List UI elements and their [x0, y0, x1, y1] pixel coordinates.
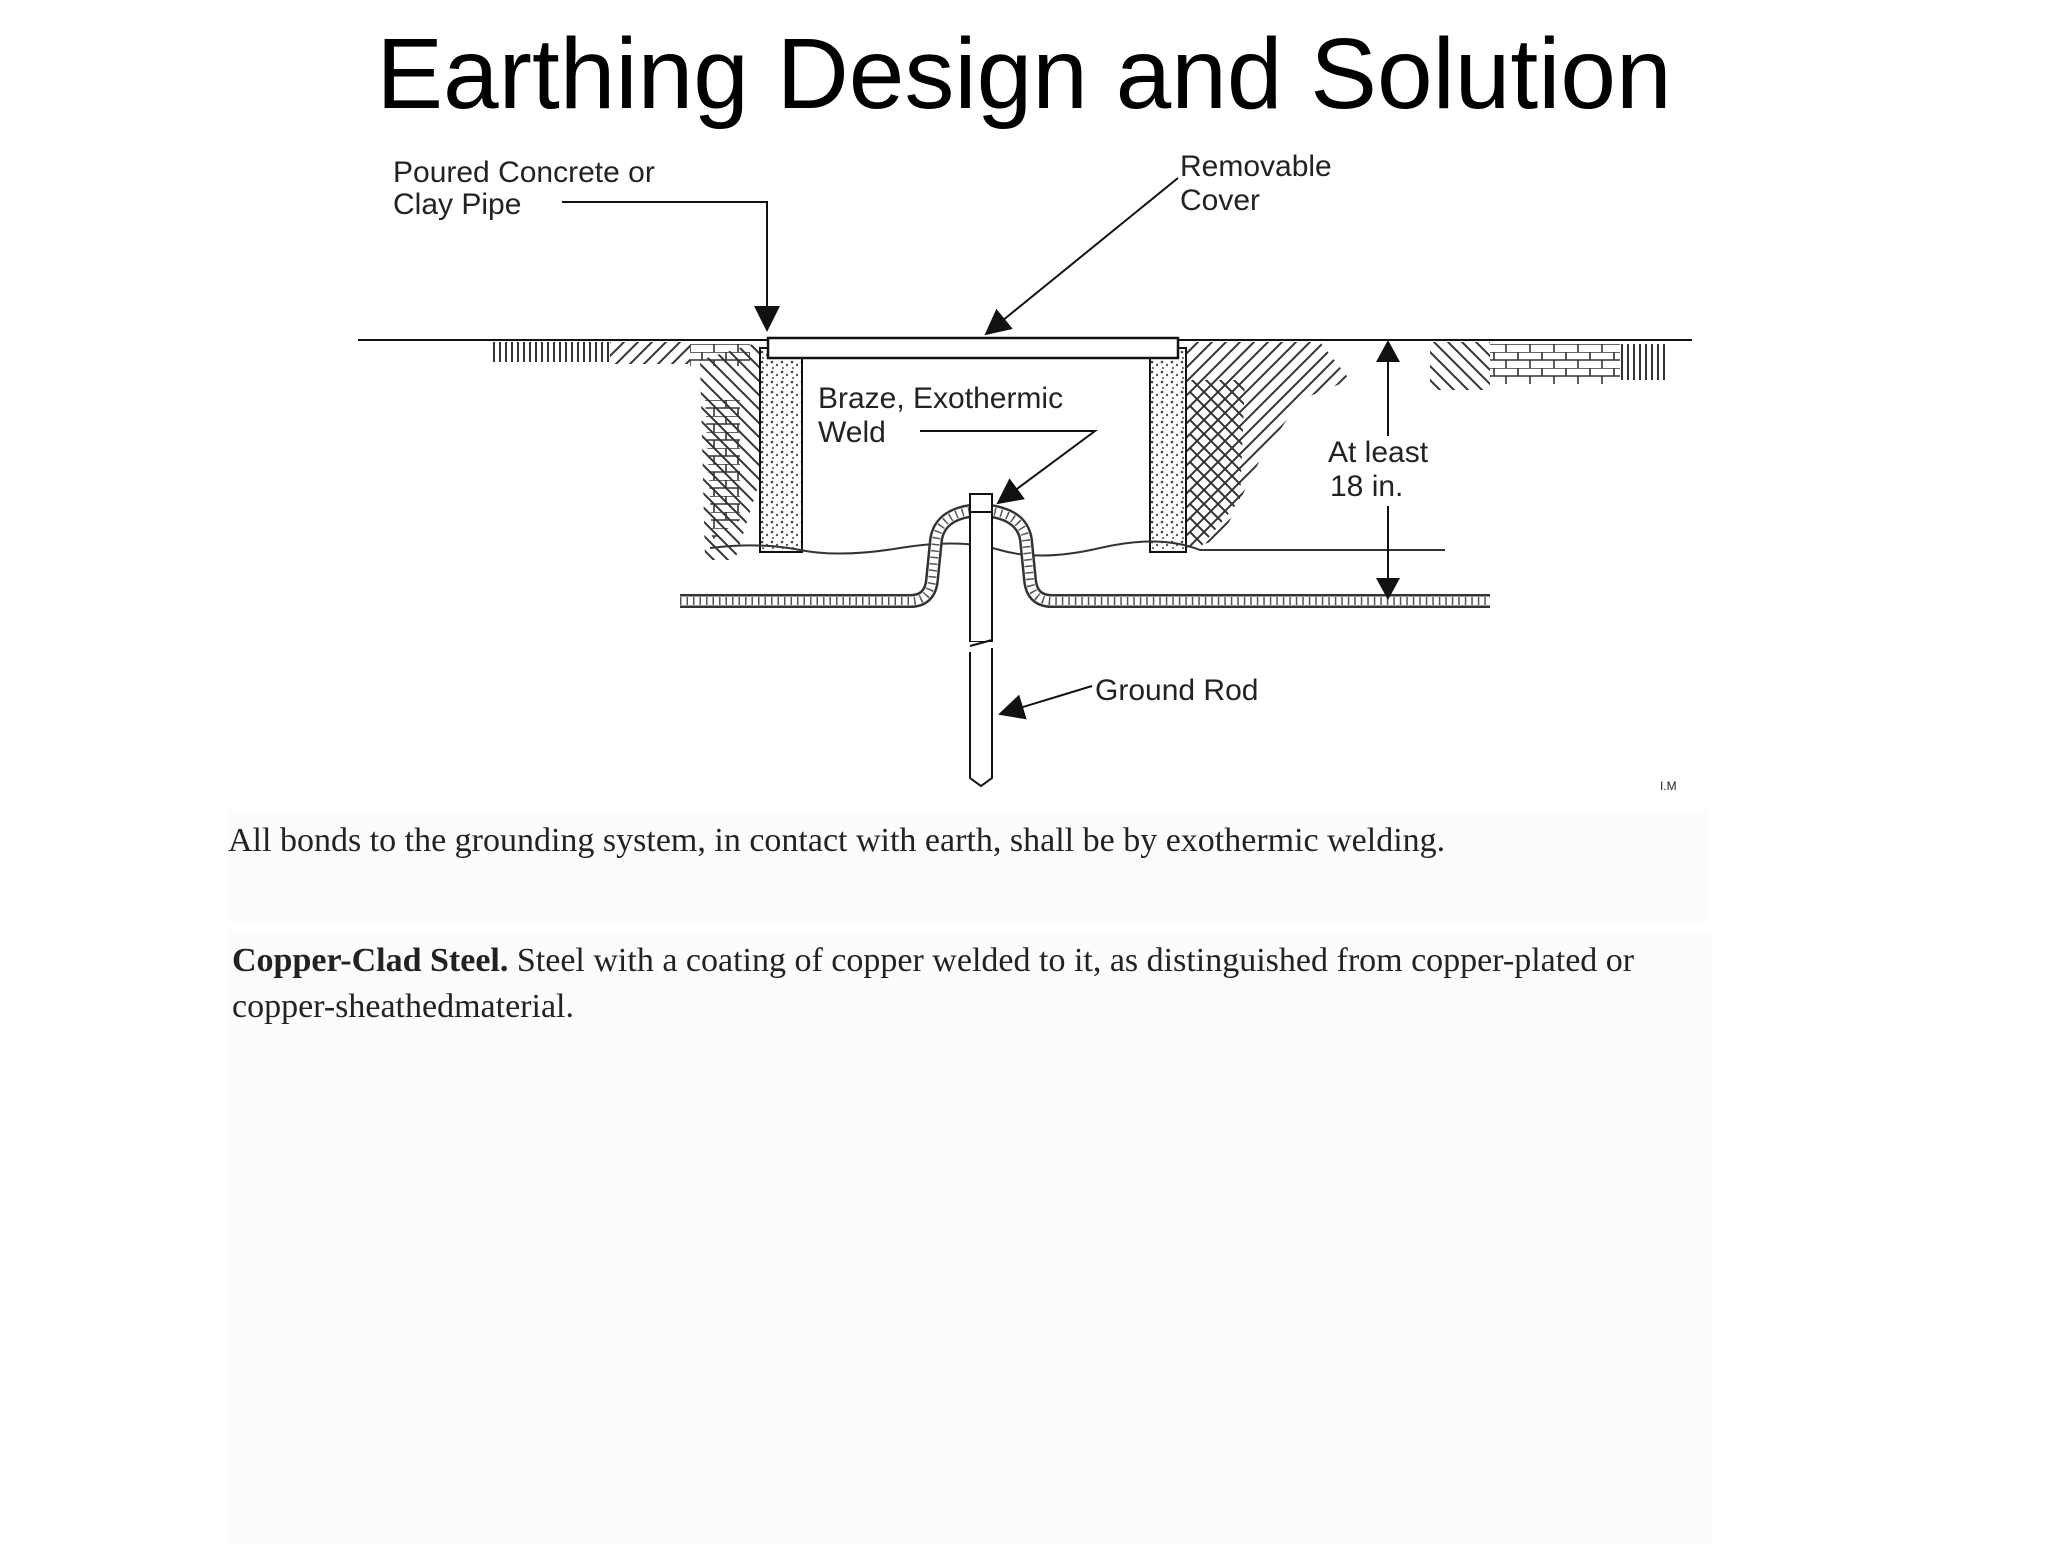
pipe-wall-left — [759, 347, 803, 553]
label-weld-line2: Weld — [818, 416, 886, 449]
weld-leader — [920, 430, 1099, 505]
label-pipe-line2: Clay Pipe — [393, 188, 521, 221]
label-corner-mark: I.M — [1660, 779, 1677, 793]
soil-hatching-left — [490, 342, 760, 560]
slide-title: Earthing Design and Solution — [376, 18, 1672, 130]
label-cover-line1: Removable — [1180, 150, 1332, 183]
pipe-wall-right — [1149, 347, 1187, 553]
paragraph-bonds-text: All bonds to the grounding system, in co… — [228, 822, 1446, 859]
paragraph-bonds: All bonds to the grounding system, in co… — [228, 810, 1708, 922]
rod-leader — [998, 685, 1093, 720]
pipe-leader — [562, 201, 780, 332]
soil-hatching-right — [1186, 342, 1665, 548]
label-pipe-line1: Poured Concrete or — [393, 156, 655, 189]
label-depth-line2: 18 in. — [1330, 470, 1403, 503]
cover-leader — [984, 177, 1179, 336]
well-bottom-line — [709, 540, 1445, 557]
label-weld-line1: Braze, Exothermic — [818, 382, 1063, 415]
term-copper-clad-steel: Copper-Clad Steel. — [232, 942, 509, 979]
definition-copper-clad-steel: Steel with a coating of copper welded to… — [232, 942, 1635, 1025]
ground-rod — [968, 493, 994, 788]
label-cover-line2: Cover — [1180, 184, 1260, 217]
removable-cover — [766, 336, 1180, 360]
label-depth-line1: At least — [1328, 436, 1429, 469]
grounding-well-diagram: Poured Concrete or Clay Pipe Removable C… — [358, 150, 1692, 793]
paragraph-copper-clad-text: Copper-Clad Steel. Steel with a coating … — [232, 938, 1712, 1030]
label-ground-rod: Ground Rod — [1095, 674, 1258, 707]
paragraph-copper-clad: Copper-Clad Steel. Steel with a coating … — [228, 930, 1712, 1544]
depth-dimension — [1376, 340, 1400, 600]
